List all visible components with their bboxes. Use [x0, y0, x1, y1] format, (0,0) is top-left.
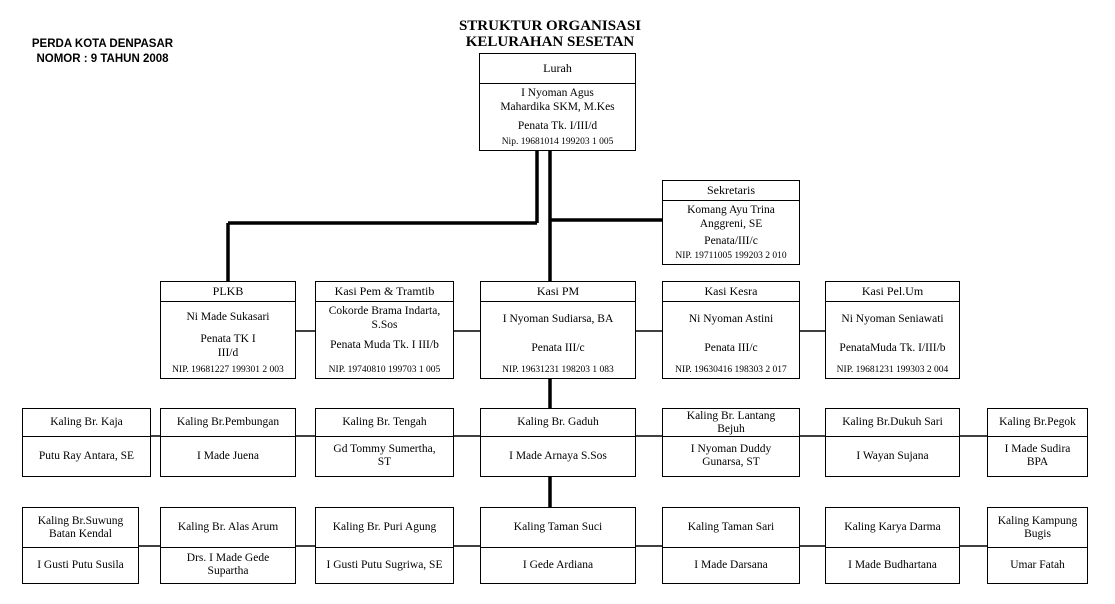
box-kaling-br-lantang-bejuh-name: I Nyoman Duddy Gunarsa, ST: [690, 443, 772, 468]
box-kaling-karya-darma-name: I Made Budhartana: [848, 558, 937, 571]
box-kasi-pm-name: I Nyoman Sudiarsa, BA: [502, 313, 614, 325]
box-plkb: PLKB Ni Made Sukasari Penata TK I III/d …: [160, 281, 296, 379]
box-lurah-rank: Penata Tk. I/III/d: [517, 120, 598, 132]
box-plkb-title: PLKB: [161, 282, 295, 302]
box-sekretaris-rank: Penata/III/c: [704, 235, 758, 247]
box-kaling-br-puri-agung-title: Kaling Br. Puri Agung: [316, 508, 453, 548]
chart-title: STRUKTUR ORGANISASI KELURAHAN SESETAN: [430, 18, 670, 50]
box-kaling-br-alas-arum-title: Kaling Br. Alas Arum: [161, 508, 295, 548]
box-kaling-br-tengah-title: Kaling Br. Tengah: [316, 409, 453, 437]
box-kaling-br-suwung-batan-kendal: Kaling Br.Suwung Batan Kendal I Gusti Pu…: [22, 507, 139, 584]
box-plkb-rank: Penata TK I III/d: [200, 333, 256, 359]
box-kaling-br-puri-agung: Kaling Br. Puri Agung I Gusti Putu Sugri…: [315, 507, 454, 584]
box-kasi-pm-rank: Penata III/c: [531, 342, 585, 354]
box-kaling-br-kaja-title: Kaling Br. Kaja: [23, 409, 150, 437]
box-sekretaris-title: Sekretaris: [663, 181, 799, 201]
box-sekretaris: Sekretaris Komang Ayu Trina Anggreni, SE…: [662, 180, 800, 265]
box-kaling-br-kaja-name: Putu Ray Antara, SE: [38, 449, 135, 462]
box-kaling-karya-darma: Kaling Karya Darma I Made Budhartana: [825, 507, 960, 584]
box-kaling-kampung-bugis: Kaling Kampung Bugis Umar Fatah: [987, 507, 1088, 584]
box-kasi-pem-tramtib-nip: NIP. 19740810 199703 1 005: [328, 365, 441, 375]
box-kasi-kesra-name: Ni Nyoman Astini: [688, 313, 774, 325]
title-line-2: KELURAHAN SESETAN: [465, 34, 635, 50]
box-kaling-br-pembungan: Kaling Br.Pembungan I Made Juena: [160, 408, 296, 477]
box-lurah-nip: Nip. 19681014 199203 1 005: [501, 137, 614, 147]
box-kaling-taman-sari: Kaling Taman Sari I Made Darsana: [662, 507, 800, 584]
box-kasi-pel-um-nip: NIP. 19681231 199303 2 004: [836, 365, 949, 375]
box-kaling-br-gaduh: Kaling Br. Gaduh I Made Arnaya S.Sos: [480, 408, 636, 477]
box-plkb-nip: NIP. 19681227 199301 2 003: [172, 365, 284, 375]
box-kasi-pem-tramtib: Kasi Pem & Tramtib Cokorde Brama Indarta…: [315, 281, 454, 379]
box-kasi-pm-title: Kasi PM: [481, 282, 635, 302]
box-kaling-br-gaduh-name: I Made Arnaya S.Sos: [509, 449, 607, 462]
regulation-reference: PERDA KOTA DENPASAR NOMOR : 9 TAHUN 2008: [20, 37, 185, 67]
box-kaling-br-pembungan-title: Kaling Br.Pembungan: [161, 409, 295, 437]
box-kaling-br-gaduh-title: Kaling Br. Gaduh: [481, 409, 635, 437]
box-kaling-br-pegok: Kaling Br.Pegok I Made Sudira BPA: [987, 408, 1088, 477]
title-line-1: STRUKTUR ORGANISASI: [458, 18, 642, 34]
box-kaling-br-alas-arum: Kaling Br. Alas Arum Drs. I Made Gede Su…: [160, 507, 296, 584]
box-kasi-kesra-title: Kasi Kesra: [663, 282, 799, 302]
box-lurah-name: I Nyoman Agus Mahardika SKM, M.Kes: [500, 87, 615, 113]
box-kasi-pem-tramtib-name: Cokorde Brama Indarta, S.Sos: [328, 305, 441, 331]
box-kaling-karya-darma-title: Kaling Karya Darma: [826, 508, 959, 548]
box-kaling-br-pembungan-name: I Made Juena: [197, 449, 259, 462]
box-kaling-br-suwung-batan-kendal-name: I Gusti Putu Susila: [37, 558, 124, 571]
box-kaling-br-dukuh-sari-name: I Wayan Sujana: [856, 449, 929, 462]
box-kasi-pm: Kasi PM I Nyoman Sudiarsa, BA Penata III…: [480, 281, 636, 379]
box-kaling-br-lantang-bejuh-title: Kaling Br. Lantang Bejuh: [663, 409, 799, 437]
box-kaling-taman-suci-name: I Gede Ardiana: [522, 558, 594, 571]
box-kasi-kesra-rank: Penata III/c: [704, 342, 758, 354]
box-kaling-taman-suci: Kaling Taman Suci I Gede Ardiana: [480, 507, 636, 584]
box-kaling-br-lantang-bejuh: Kaling Br. Lantang Bejuh I Nyoman Duddy …: [662, 408, 800, 477]
box-kaling-kampung-bugis-title: Kaling Kampung Bugis: [988, 508, 1087, 548]
box-kaling-br-pegok-name: I Made Sudira BPA: [1004, 443, 1071, 468]
box-kasi-pel-um-title: Kasi Pel.Um: [826, 282, 959, 302]
box-kasi-pel-um-rank: PenataMuda Tk. I/III/b: [839, 342, 946, 354]
box-plkb-name: Ni Made Sukasari: [186, 311, 270, 323]
box-kaling-taman-suci-title: Kaling Taman Suci: [481, 508, 635, 548]
box-kaling-taman-sari-name: I Made Darsana: [694, 558, 768, 571]
box-kasi-pm-nip: NIP. 19631231 198203 1 083: [502, 365, 614, 375]
box-kaling-br-suwung-batan-kendal-title: Kaling Br.Suwung Batan Kendal: [23, 508, 138, 548]
box-kaling-br-alas-arum-name: Drs. I Made Gede Supartha: [186, 552, 270, 577]
box-kasi-pem-tramtib-title: Kasi Pem & Tramtib: [316, 282, 453, 302]
box-kaling-br-dukuh-sari: Kaling Br.Dukuh Sari I Wayan Sujana: [825, 408, 960, 477]
box-sekretaris-name: Komang Ayu Trina Anggreni, SE: [687, 204, 775, 230]
box-kaling-br-tengah-name: Gd Tommy Sumertha, ST: [333, 443, 436, 468]
box-lurah: Lurah I Nyoman Agus Mahardika SKM, M.Kes…: [479, 53, 636, 151]
box-lurah-title: Lurah: [480, 54, 635, 84]
box-kaling-br-tengah: Kaling Br. Tengah Gd Tommy Sumertha, ST: [315, 408, 454, 477]
box-kaling-taman-sari-title: Kaling Taman Sari: [663, 508, 799, 548]
box-kaling-br-pegok-title: Kaling Br.Pegok: [988, 409, 1087, 437]
box-kasi-pel-um-name: Ni Nyoman Seniawati: [841, 313, 944, 325]
box-kasi-pel-um: Kasi Pel.Um Ni Nyoman Seniawati PenataMu…: [825, 281, 960, 379]
box-kaling-br-dukuh-sari-title: Kaling Br.Dukuh Sari: [826, 409, 959, 437]
box-kasi-pem-tramtib-rank: Penata Muda Tk. I III/b: [330, 339, 439, 351]
box-kaling-kampung-bugis-name: Umar Fatah: [1010, 558, 1065, 571]
box-kaling-br-kaja: Kaling Br. Kaja Putu Ray Antara, SE: [22, 408, 151, 477]
regulation-line-1: PERDA KOTA DENPASAR: [31, 38, 174, 50]
box-kaling-br-puri-agung-name: I Gusti Putu Sugriwa, SE: [326, 558, 443, 571]
box-kasi-kesra: Kasi Kesra Ni Nyoman Astini Penata III/c…: [662, 281, 800, 379]
box-sekretaris-nip: NIP. 19711005 199203 2 010: [675, 251, 787, 261]
regulation-line-2: NOMOR : 9 TAHUN 2008: [36, 53, 169, 65]
box-kasi-kesra-nip: NIP. 19630416 198303 2 017: [675, 365, 787, 375]
